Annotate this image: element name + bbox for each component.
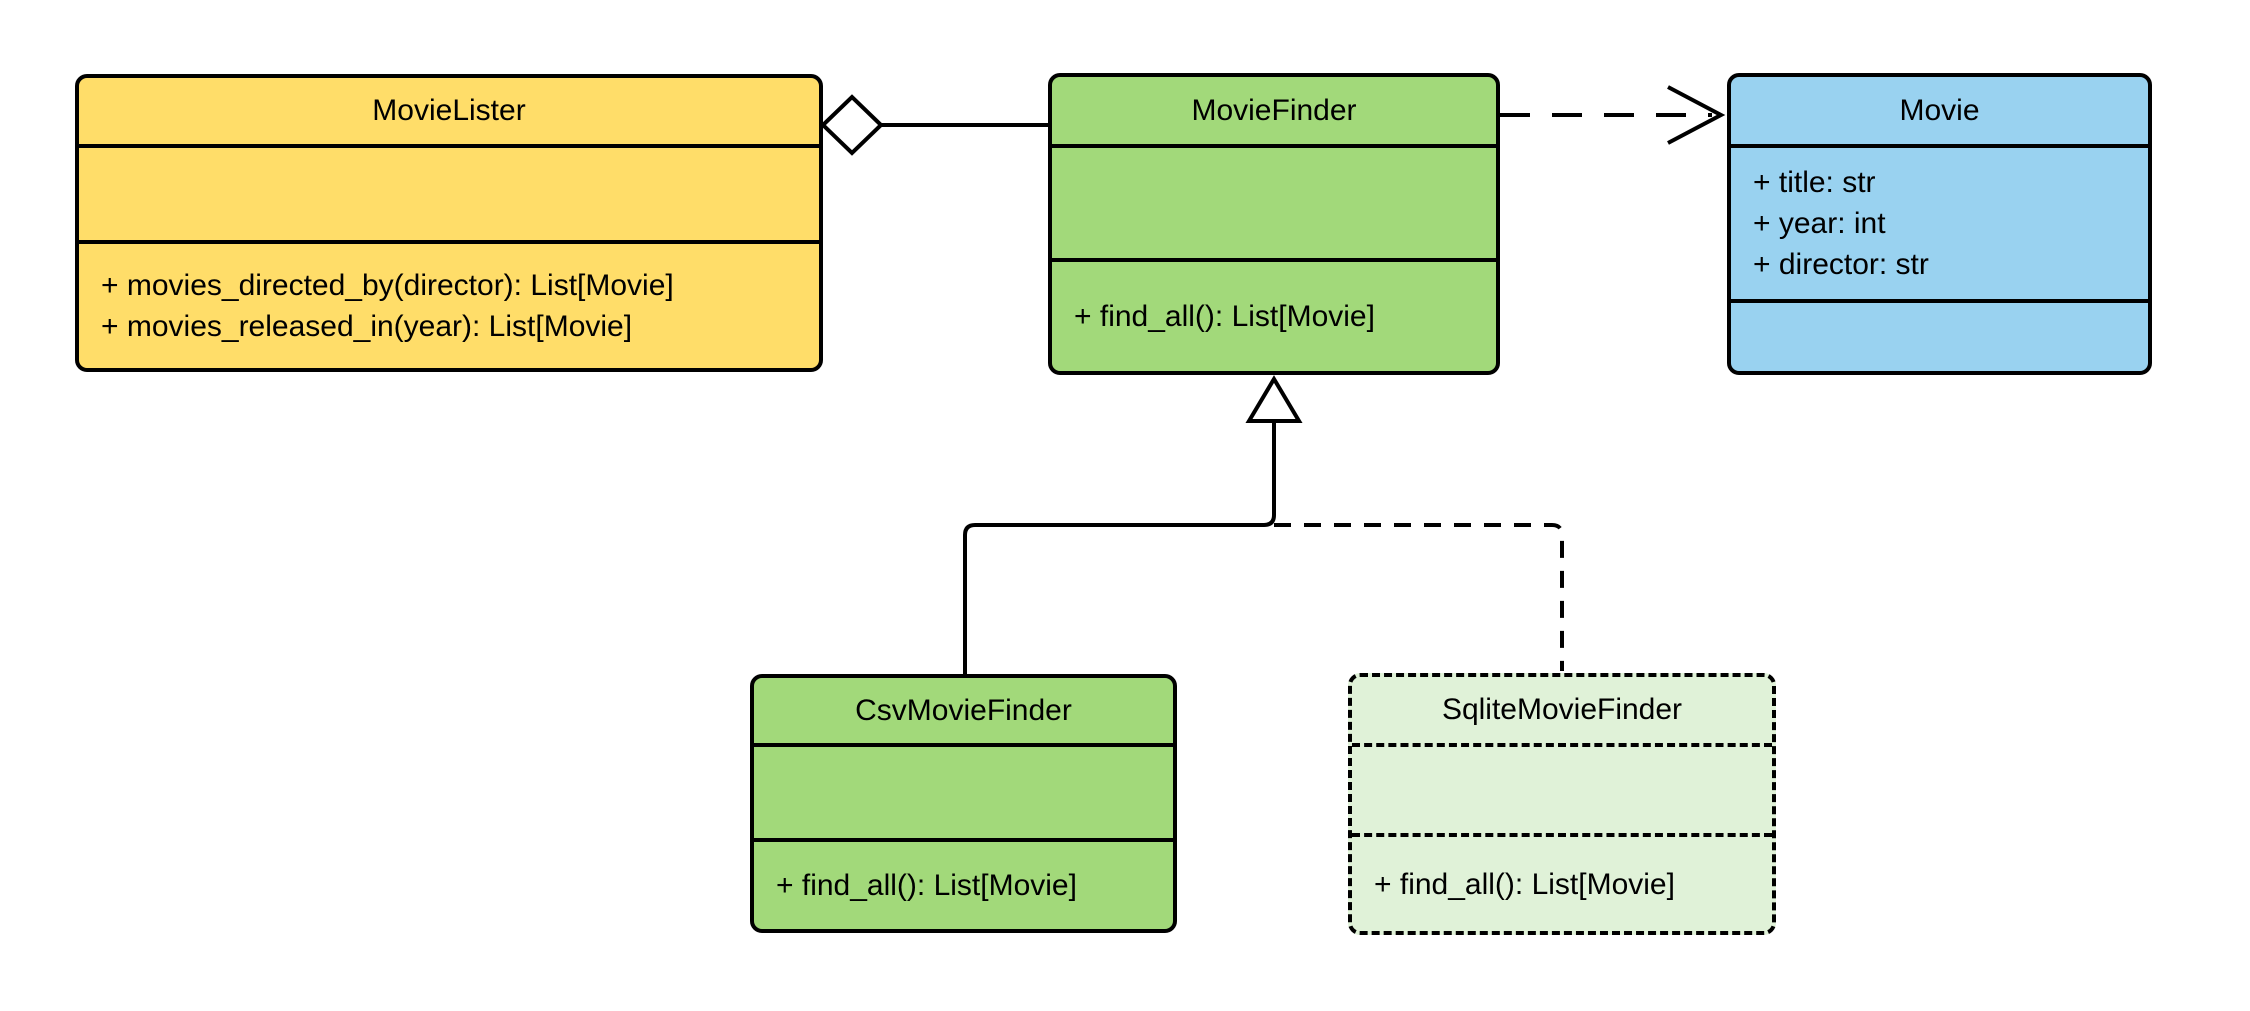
method-entry: + movies_directed_by(director): List[Mov… [101,269,674,302]
class-title-movielister: MovieLister [372,94,526,127]
class-attributes-section-movie: + title: str + year: int + director: str [1731,144,2148,299]
class-methods-section-sqlitemoviefinder: + find_all(): List[Movie] [1352,833,1772,931]
class-attributes-section-movielister [79,144,819,240]
method-entry: + find_all(): List[Movie] [776,869,1077,902]
inheritance-triangle-icon [1245,375,1303,423]
attribute-entry: + director: str [1753,248,1929,281]
class-box-movielister: MovieLister + movies_directed_by(directo… [75,74,823,372]
class-box-sqlitemoviefinder: SqliteMovieFinder + find_all(): List[Mov… [1348,673,1776,935]
class-title-sqlitemoviefinder: SqliteMovieFinder [1441,693,1683,726]
attribute-entry: + title: str [1753,166,1876,199]
method-entry: + movies_released_in(year): List[Movie] [101,310,633,343]
inheritance-solid-line [963,421,1276,674]
class-box-csvmoviefinder: CsvMovieFinder + find_all(): List[Movie] [750,674,1177,933]
class-title-movie: Movie [1899,93,1980,127]
class-title-moviefinder: MovieFinder [1191,93,1357,127]
class-methods-section-movie [1731,299,2148,371]
class-box-moviefinder: MovieFinder + find_all(): List[Movie] [1048,73,1500,375]
method-entry: + find_all(): List[Movie] [1374,867,1675,901]
attribute-entry: + year: int [1753,207,1886,240]
class-attributes-section-moviefinder [1052,144,1496,258]
class-title-csvmoviefinder: CsvMovieFinder [855,693,1072,727]
class-methods-section-csvmoviefinder: + find_all(): List[Movie] [754,838,1173,929]
class-attributes-section-csvmoviefinder [754,743,1173,838]
aggregation-diamond-icon [820,94,884,156]
class-methods-section-movielister: + movies_directed_by(director): List[Mov… [79,240,819,368]
class-methods-section-moviefinder: + find_all(): List[Movie] [1052,258,1496,371]
method-entry: + find_all(): List[Movie] [1074,300,1375,333]
dependency-arrowhead-icon [1667,85,1726,145]
inheritance-dashed-line [1274,523,1564,671]
class-attributes-section-sqlitemoviefinder [1352,743,1772,833]
class-box-movie: Movie + title: str + year: int + directo… [1727,73,2152,375]
